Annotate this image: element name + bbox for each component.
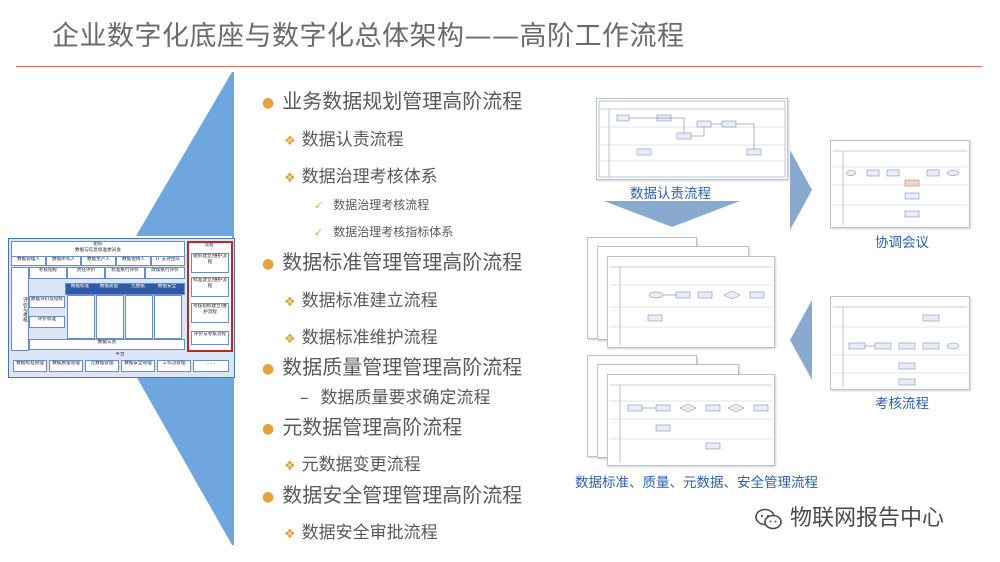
process-item: 考核指标建立/维护流程 (191, 303, 229, 323)
platform-item: …… (193, 360, 229, 372)
outline-item-l2: ❖数据标准建立流程 (284, 291, 438, 311)
platform-item: 数据安全管理 (121, 360, 155, 372)
bullet-dot-icon: ● (262, 360, 275, 377)
diamond-bullet-icon: ❖ (284, 171, 296, 186)
bullet-dot-icon: ● (262, 255, 275, 272)
outline-item-l3: ✓数据治理考核指标体系 (314, 225, 454, 239)
process-item: 评价与考核流程 (191, 331, 229, 345)
caption-renze: 数据认责流程 (630, 186, 711, 202)
renze-flow-thumbnail (596, 98, 788, 180)
org-col-header: 数据质量 (96, 284, 122, 292)
caption-kaohe: 考核流程 (875, 396, 929, 412)
watermark: 物联网报告中心 (754, 500, 944, 532)
org-col-body (96, 295, 124, 339)
org-cell: 标准执行评价 (105, 267, 145, 279)
org-role: 数据使用人 (116, 256, 151, 266)
org-col-header: 数据安全 (154, 284, 180, 292)
caption-standards: 数据标准、质量、元数据、安全管理流程 (575, 475, 818, 491)
process-item: 组织建立/维护流程 (191, 253, 229, 273)
org-cell: 数据评价及指标 (29, 296, 65, 308)
bullet-dot-icon: ● (262, 94, 275, 111)
platform-label: 平台 (115, 352, 125, 357)
bullet-dot-icon: ● (262, 488, 275, 505)
org-bottom-bar: 数据认责 (29, 339, 185, 350)
caption-xietiao: 协调会议 (875, 235, 929, 251)
dash-bullet-icon: – (300, 388, 309, 408)
arrow-left-icon (790, 300, 812, 380)
diamond-bullet-icon: ❖ (284, 332, 296, 347)
org-role: 数据所有人 (46, 256, 81, 266)
process-item: 标准建立/维护流程 (191, 277, 229, 297)
org-col-header: 元数据 (125, 284, 151, 292)
outline-item-l2: ❖数据认责流程 (284, 130, 404, 150)
outline-item-l1: ●数据质量管理管理高阶流程 (262, 355, 523, 379)
flowchart-preview (598, 100, 786, 178)
flowchart-preview (610, 266, 772, 345)
outline-item-l1: ●业务数据规划管理高阶流程 (262, 89, 523, 113)
diamond-bullet-icon: ❖ (284, 134, 296, 149)
platform-item: 工作流管理 (157, 360, 191, 372)
org-col-body (125, 295, 153, 339)
title-divider (16, 66, 982, 67)
standard-flow-thumbnail (607, 256, 775, 348)
org-role: IT 支持团队 (151, 256, 185, 266)
outline-item-l1: ●数据安全管理管理高阶流程 (262, 483, 523, 507)
org-cell: 政策执行评价 (145, 267, 185, 279)
flowchart-preview (833, 150, 967, 225)
check-bullet-icon: ✓ (314, 199, 324, 212)
quality-flow-thumbnail (607, 374, 775, 466)
platform-item: 元数据管理 (85, 360, 119, 372)
process-header: 流程 (204, 243, 214, 248)
wechat-icon (755, 508, 782, 530)
platform-item: 数据质量管理 (49, 360, 83, 372)
flowchart-preview (833, 306, 967, 387)
org-header: 组织数据与信息标准委员会 (11, 241, 185, 257)
org-col-header: 数据标准 (67, 284, 93, 292)
outline-item-l2: ❖数据标准维护流程 (284, 328, 438, 348)
bullet-dot-icon: ● (262, 420, 275, 437)
page-title: 企业数字化底座与数字化总体架构——高阶工作流程 (52, 21, 685, 52)
evaluation-side-label: 评价与考核 (11, 267, 29, 351)
org-role: 数据生产人 (81, 256, 116, 266)
flowchart-preview (610, 384, 772, 463)
org-cell: 评价标准 (29, 316, 65, 328)
org-col-body (67, 295, 95, 339)
outline-item-l2: –数据质量要求确定流程 (300, 388, 491, 408)
outline-item-l1: ●数据标准管理管理高阶流程 (262, 250, 523, 274)
diamond-bullet-icon: ❖ (284, 459, 296, 474)
outline-item-l3: ✓数据治理考核流程 (314, 198, 430, 212)
org-col-body (154, 295, 182, 339)
kaohe-flow-thumbnail (830, 296, 970, 390)
diamond-bullet-icon: ❖ (284, 527, 296, 542)
governance-framework-diagram: 组织数据与信息标准委员会 数据管理人 数据所有人 数据生产人 数据使用人 IT … (8, 238, 235, 378)
platform-item: 数据标准管理 (13, 360, 47, 372)
org-role: 数据管理人 (11, 256, 46, 266)
xietiao-flow-thumbnail (830, 140, 970, 228)
outline-item-l2: ❖数据治理考核体系 (284, 167, 438, 187)
org-cell: 责任评价 (67, 267, 105, 279)
outline-item-l2: ❖元数据变更流程 (284, 455, 421, 475)
arrow-right-icon (790, 150, 812, 230)
org-cell: 考核指标 (29, 267, 67, 279)
outline-item-l2: ❖数据安全审批流程 (284, 523, 438, 543)
diamond-bullet-icon: ❖ (284, 295, 296, 310)
arrow-down-icon (604, 201, 740, 227)
outline-item-l1: ●元数据管理高阶流程 (262, 415, 463, 439)
check-bullet-icon: ✓ (314, 226, 324, 239)
